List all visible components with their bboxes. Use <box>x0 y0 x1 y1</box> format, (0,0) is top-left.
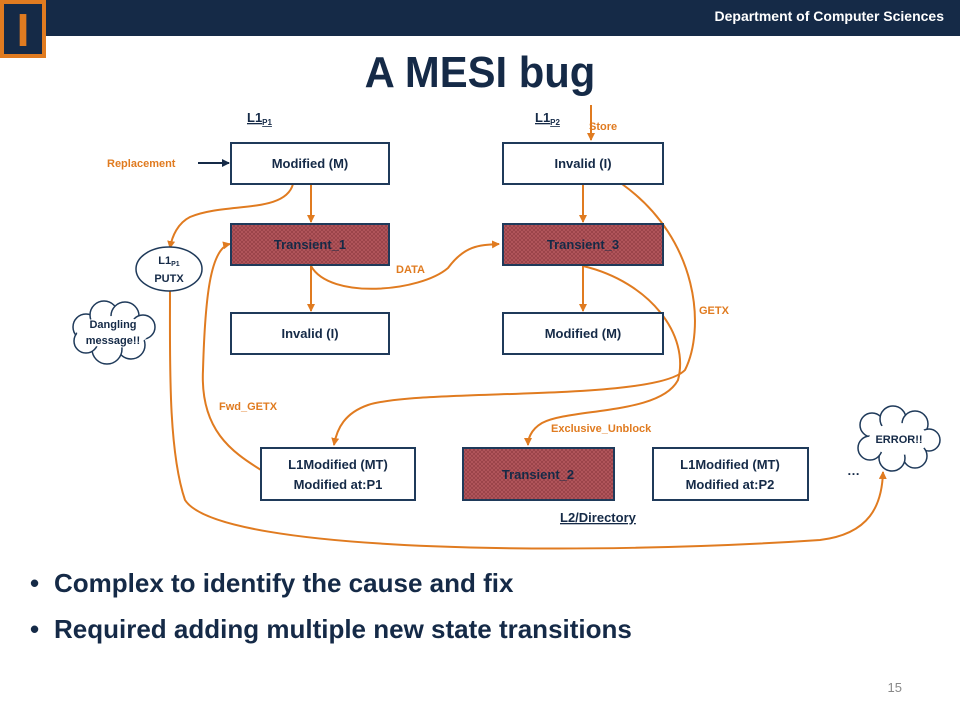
svg-text:L1P1: L1P1 <box>247 110 273 127</box>
svg-text:Transient_1: Transient_1 <box>274 237 346 252</box>
state-dir-mt-p2: L1Modified (MT) Modified at:P2 <box>652 447 809 501</box>
svg-text:Modified (M): Modified (M) <box>272 156 349 171</box>
state-p1-modified: Modified (M) <box>230 142 390 185</box>
label-ellipsis: … <box>847 463 860 478</box>
label-getx: GETX <box>699 305 730 317</box>
bubble-putx: L1P1 PUTX <box>135 246 203 292</box>
svg-text:Transient_3: Transient_3 <box>547 237 619 252</box>
header-bar: Department of Computer Sciences <box>0 0 960 36</box>
svg-text:Dangling: Dangling <box>89 319 136 331</box>
svg-text:Modified at:P1: Modified at:P1 <box>294 477 383 492</box>
state-dir-transient2: Transient_2 <box>462 447 615 501</box>
state-p2-modified: Modified (M) <box>502 312 664 355</box>
logo-letter: I <box>17 4 30 56</box>
state-dir-mt-p1: L1Modified (MT) Modified at:P1 <box>260 447 416 501</box>
transition-arrows <box>167 105 887 550</box>
cloud-error: ERROR!! <box>857 405 941 472</box>
state-p2-invalid: Invalid (I) <box>502 142 664 185</box>
label-fwd-getx: Fwd_GETX <box>219 401 278 413</box>
svg-text:L1Modified (MT): L1Modified (MT) <box>288 457 388 472</box>
svg-text:Invalid (I): Invalid (I) <box>281 326 338 341</box>
arrow-getx <box>331 183 696 446</box>
arrow-fwd-getx <box>201 241 262 471</box>
svg-text:L1P1: L1P1 <box>158 255 180 268</box>
arrow-putx-to-error <box>168 290 887 550</box>
state-p2-transient3: Transient_3 <box>502 223 664 266</box>
label-replacement: Replacement <box>107 158 176 170</box>
label-directory: L2/Directory <box>560 510 637 525</box>
bullet-list: Complex to identify the cause and fix Re… <box>30 568 632 660</box>
svg-text:Transient_2: Transient_2 <box>502 467 574 482</box>
arrow-data <box>310 240 500 290</box>
state-p1-transient1: Transient_1 <box>230 223 390 266</box>
label-store: Store <box>589 121 617 133</box>
svg-text:Modified at:P2: Modified at:P2 <box>686 477 775 492</box>
svg-text:PUTX: PUTX <box>154 273 184 285</box>
slide-title: A MESI bug <box>364 48 596 97</box>
arrow-putx <box>167 183 294 249</box>
cloud-dangling-message: Dangling message!! <box>72 300 156 365</box>
university-logo: I <box>0 0 46 58</box>
svg-text:ERROR!!: ERROR!! <box>875 434 922 446</box>
svg-text:L1Modified (MT): L1Modified (MT) <box>680 457 780 472</box>
header-l1-p2: L1P2 <box>535 110 561 127</box>
state-p1-invalid: Invalid (I) <box>230 312 390 355</box>
department-name: Department of Computer Sciences <box>714 8 945 24</box>
label-exclusive-unblock: Exclusive_Unblock <box>551 423 652 435</box>
svg-text:L1P2: L1P2 <box>535 110 561 127</box>
arrow-exclusive-unblock <box>524 265 682 446</box>
bullet-item: Required adding multiple new state trans… <box>30 614 632 660</box>
label-data: DATA <box>396 264 425 276</box>
header-l1-p1: L1P1 <box>247 110 273 127</box>
svg-text:Invalid (I): Invalid (I) <box>554 156 611 171</box>
bullet-item: Complex to identify the cause and fix <box>30 568 632 614</box>
page-number: 15 <box>887 680 902 695</box>
svg-text:message!!: message!! <box>86 335 140 347</box>
svg-text:Modified (M): Modified (M) <box>545 326 622 341</box>
